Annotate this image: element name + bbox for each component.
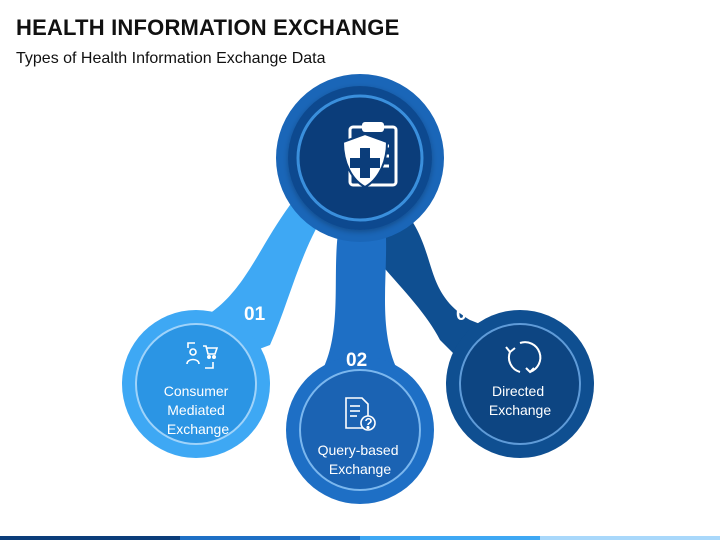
connector-02 xyxy=(320,220,400,375)
item-label-01: Consumer Mediated Exchange xyxy=(164,383,232,437)
item-node-01: 01 Consumer Mediated Exchange xyxy=(122,304,270,458)
item-label-02: Query-based Exchange xyxy=(318,442,403,477)
document-question-icon xyxy=(345,397,376,431)
item-number-03: 03 xyxy=(456,304,477,325)
center-node xyxy=(276,74,444,242)
page-subtitle: Types of Health Information Exchange Dat… xyxy=(16,50,326,67)
item-number-02: 02 xyxy=(346,350,367,371)
refresh-arrows-icon xyxy=(505,341,542,374)
item-node-03: 03 Directed Exchange xyxy=(446,304,594,458)
item-node-02: 02 Query-based Exchange xyxy=(286,350,434,504)
shield-cross-clipboard-icon xyxy=(341,122,398,189)
item-label-03: Directed Exchange xyxy=(489,383,551,418)
bottom-accent-bar xyxy=(0,536,720,540)
page-title: HEALTH INFORMATION EXCHANGE xyxy=(16,15,400,40)
item-number-01: 01 xyxy=(244,304,266,325)
user-cart-exchange-icon xyxy=(186,342,219,369)
